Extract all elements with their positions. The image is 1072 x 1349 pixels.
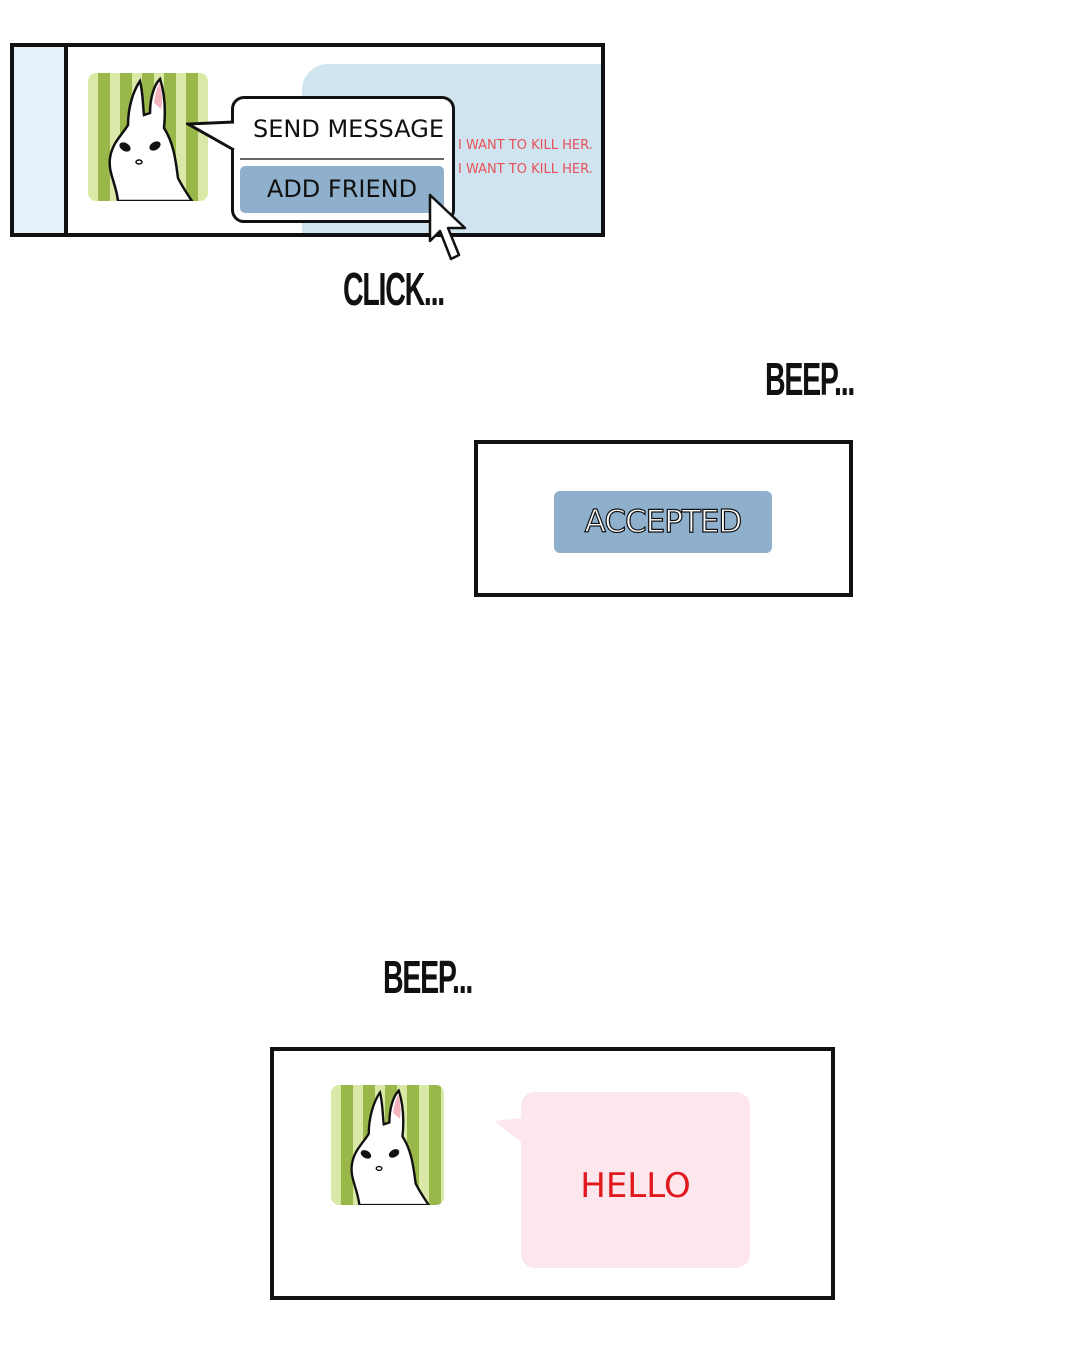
rabbit-avatar[interactable] bbox=[331, 1085, 444, 1205]
panel-accepted: ACCEPTED bbox=[474, 440, 853, 597]
panel-hello: HELLO bbox=[270, 1047, 835, 1300]
send-message-item[interactable]: SEND MESSAGE bbox=[252, 115, 444, 143]
sfx-click: CLICK... bbox=[343, 263, 445, 315]
menu-tail bbox=[186, 120, 235, 152]
rabbit-icon bbox=[108, 76, 194, 201]
mouse-cursor-icon bbox=[428, 193, 467, 261]
sfx-beep: BEEP... bbox=[765, 353, 855, 405]
message-text: HELLO bbox=[580, 1166, 691, 1206]
sfx-beep: BEEP... bbox=[383, 951, 473, 1003]
chat-line: I WANT TO KILL HER. bbox=[458, 138, 593, 153]
context-menu: SEND MESSAGE ADD FRIEND bbox=[231, 96, 455, 223]
chat-line: I WANT TO KILL HER. bbox=[458, 162, 593, 177]
left-strip bbox=[14, 47, 68, 233]
accepted-button[interactable]: ACCEPTED bbox=[554, 491, 772, 553]
add-friend-button[interactable]: ADD FRIEND bbox=[240, 166, 444, 213]
rabbit-icon bbox=[350, 1088, 431, 1205]
rabbit-avatar[interactable] bbox=[88, 73, 208, 201]
panel-add-friend: I WANT TO KILL HER. I WANT TO KILL HER. bbox=[10, 43, 605, 237]
message-bubble bbox=[521, 1092, 750, 1268]
menu-divider bbox=[240, 158, 444, 160]
